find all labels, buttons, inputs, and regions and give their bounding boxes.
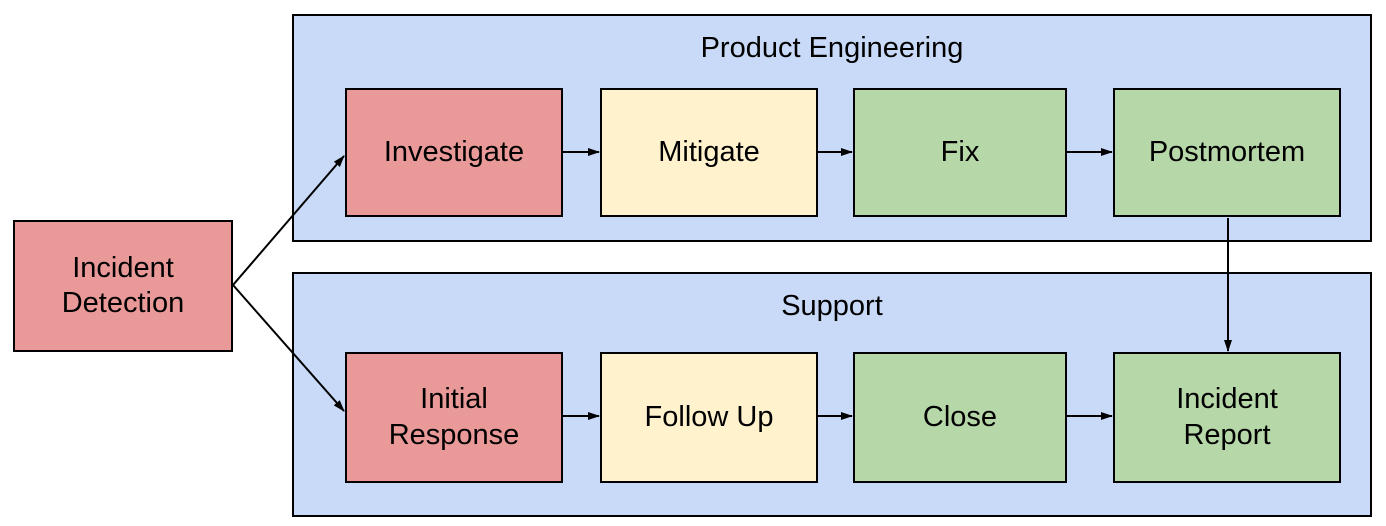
node-follow-up: Follow Up: [600, 352, 818, 483]
node-mitigate: Mitigate: [600, 88, 818, 217]
node-fix: Fix: [853, 88, 1067, 217]
node-close: Close: [853, 352, 1067, 483]
node-incident-detection: Incident Detection: [13, 220, 233, 352]
node-incident-report: Incident Report: [1113, 352, 1341, 483]
lane-title-support: Support: [781, 290, 883, 322]
node-postmortem: Postmortem: [1113, 88, 1341, 217]
node-initial-response: Initial Response: [345, 352, 563, 483]
lane-title-product-engineering: Product Engineering: [700, 32, 964, 64]
node-investigate: Investigate: [345, 88, 563, 217]
